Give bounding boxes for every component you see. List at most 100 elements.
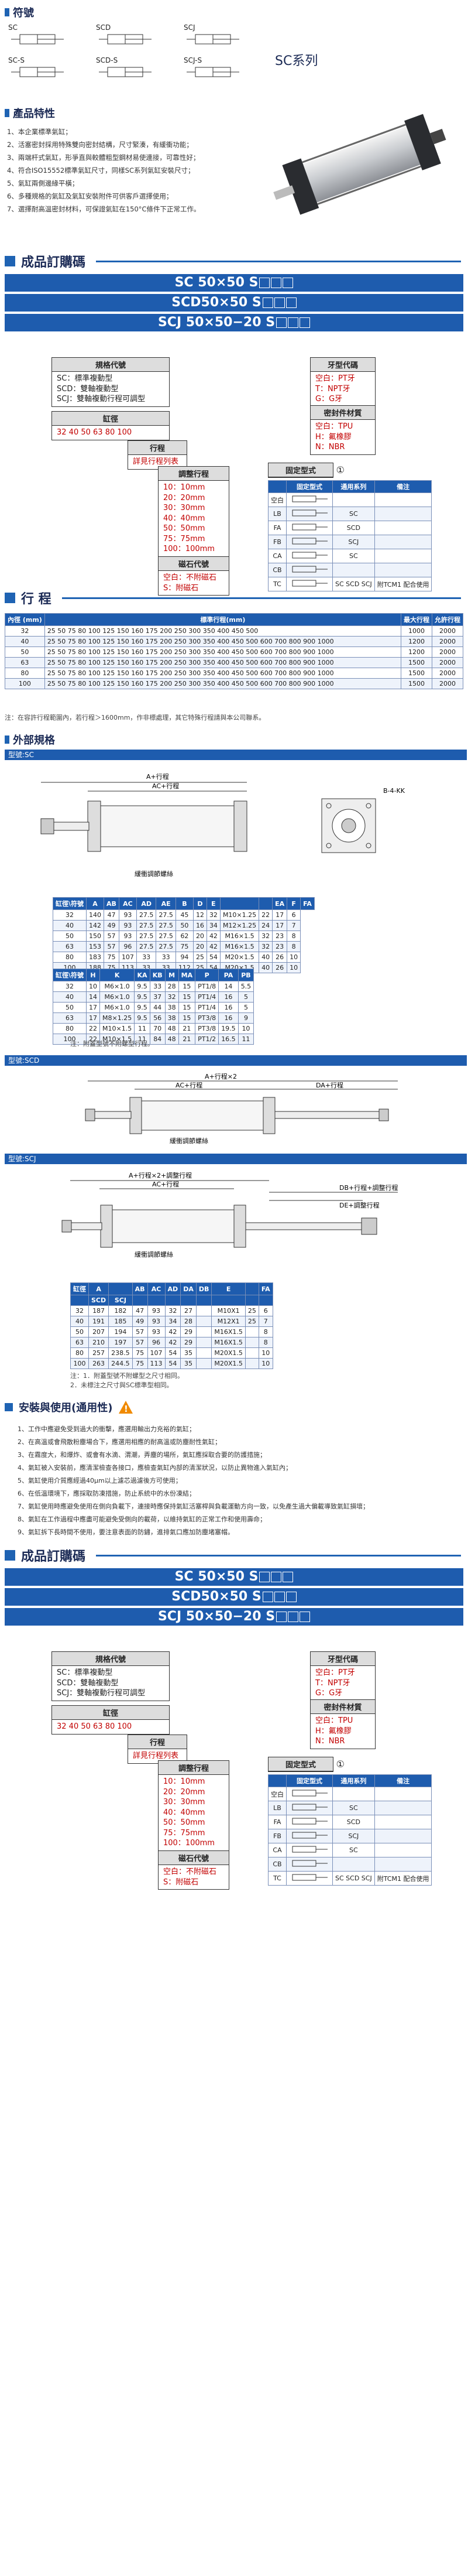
dims-cell: M20×1.5	[219, 952, 260, 963]
code-row-sc: SC 50×50 S	[5, 1568, 463, 1586]
symbol-scj-s: SCJ-S	[184, 56, 254, 85]
option-line: 空白：PT牙	[315, 374, 355, 383]
dims-cell	[195, 1316, 212, 1327]
dims-cell: 93	[118, 930, 137, 942]
option-line: H：氟橡膠	[315, 1726, 352, 1736]
dims-cell: 93	[118, 920, 137, 931]
option-line: 空白：不附磁石	[163, 573, 217, 582]
dims-cell: 27.5	[156, 941, 176, 952]
dims-header: PB	[238, 969, 254, 981]
stroke-cell: 32	[5, 625, 45, 637]
scj-dim-db: DB+行程+調整行程	[339, 1183, 398, 1192]
mount-cell	[286, 1787, 333, 1801]
option-line: S：附磁石	[163, 1877, 199, 1887]
dims-cell: 15	[178, 1002, 196, 1013]
dims-cell: 194	[108, 1326, 133, 1337]
dims-cell: 50	[52, 930, 87, 942]
dims-cell: PT1/2	[195, 1034, 219, 1045]
dims-note-2: 注：附蓋型號不附螺型行程。	[70, 1040, 154, 1048]
dims-cell: 10	[258, 1347, 273, 1359]
dims-cell: 150	[86, 930, 105, 942]
feature-item: 1、本企業標準氣缸；	[7, 128, 72, 136]
mount-cell	[286, 1829, 333, 1843]
dims-cell: 16	[218, 1002, 239, 1013]
dims-cell: 107	[118, 952, 137, 963]
mount-cell	[286, 521, 333, 535]
dims-cell: 6	[258, 1305, 273, 1316]
dims-cell: 62	[175, 930, 194, 942]
mount-cell: 空白	[268, 492, 287, 507]
option-line: 10：10mm	[163, 483, 205, 492]
code-row-scj: SCJ 50×50−20 S	[5, 1608, 463, 1626]
dims-header: E	[206, 897, 221, 910]
dims-subheader	[70, 1295, 89, 1306]
mount-cell	[286, 563, 333, 577]
dims-cell: 34	[206, 920, 221, 931]
option-line: 20：20mm	[163, 1787, 205, 1797]
dims-header: A	[88, 1282, 109, 1295]
scj-diagram: A+行程×2+調整行程 AC+行程 DB+行程+調整行程 DE+調整行程 緩衝調…	[61, 1171, 398, 1258]
dims-cell: 70	[149, 1023, 166, 1034]
mount-header	[268, 1774, 287, 1787]
stroke-cell: 80	[5, 668, 45, 679]
mount-cell	[286, 535, 333, 549]
option-line: G：G牙	[315, 1689, 343, 1698]
feature-item: 7、選擇耐高溫密封材料，可保證氣缸在150°C條件下正常工作。	[7, 205, 201, 213]
dims-header: H	[86, 969, 101, 981]
mount-header: 固定型式	[286, 480, 333, 493]
mount-cell: SCD	[332, 1815, 375, 1829]
dims-cell: 33	[156, 952, 176, 963]
cylinder-symbol-icon	[187, 67, 239, 77]
mount-cell	[374, 535, 432, 549]
dims-cell: 33	[136, 952, 157, 963]
dims-cell: 238.5	[108, 1347, 133, 1359]
stroke-cell: 2000	[432, 625, 463, 637]
dims-cell: 27.5	[156, 920, 176, 931]
dims-cell: 10	[238, 1023, 254, 1034]
dims-cell: 57	[132, 1337, 148, 1348]
dims-header: 缸徑	[70, 1282, 89, 1295]
option-line: 100：100mm	[163, 545, 215, 554]
dims-cell: 80	[52, 952, 87, 963]
dims-cell	[195, 1305, 212, 1316]
dims-cell: 27.5	[136, 941, 157, 952]
mount-row: CB	[268, 563, 432, 577]
dims-cell	[195, 1326, 212, 1337]
dims-cell: 33	[149, 981, 166, 992]
dims-cell: 63	[52, 1012, 87, 1024]
dims-header: AD	[136, 897, 157, 910]
dims-cell: 29	[180, 1337, 197, 1348]
option-line: 空白：PT牙	[315, 1668, 355, 1677]
dims-cell: 37	[149, 991, 166, 1003]
dims-cell: 8	[287, 941, 301, 952]
usage-item: 1、工作中應避免受到過大的衝擊，應選用輸出力充裕的氣缸；	[18, 1425, 195, 1433]
mount-cell: TC	[268, 577, 287, 591]
dims-cell: 6	[287, 909, 301, 921]
dims-cell: PT1/4	[195, 1002, 219, 1013]
stroke-cell: 40	[5, 636, 45, 647]
mount-cell	[286, 1815, 333, 1829]
dims-cell: 63	[70, 1337, 89, 1348]
dims-cell: 187	[88, 1305, 109, 1316]
mount-cell	[374, 1857, 432, 1872]
symbol-scj: SCJ	[184, 23, 254, 53]
mount-cell: SC	[332, 549, 375, 563]
mount-cell: 附TCM1 配合使用	[374, 1871, 432, 1886]
dims-cell: 38	[164, 1012, 179, 1024]
dims-header	[245, 1282, 259, 1295]
option-line: 100：100mm	[163, 1839, 215, 1848]
dims-cell: 16	[192, 920, 207, 931]
dims-header: AB	[132, 1282, 148, 1295]
dims-cell: 32	[164, 1305, 181, 1316]
